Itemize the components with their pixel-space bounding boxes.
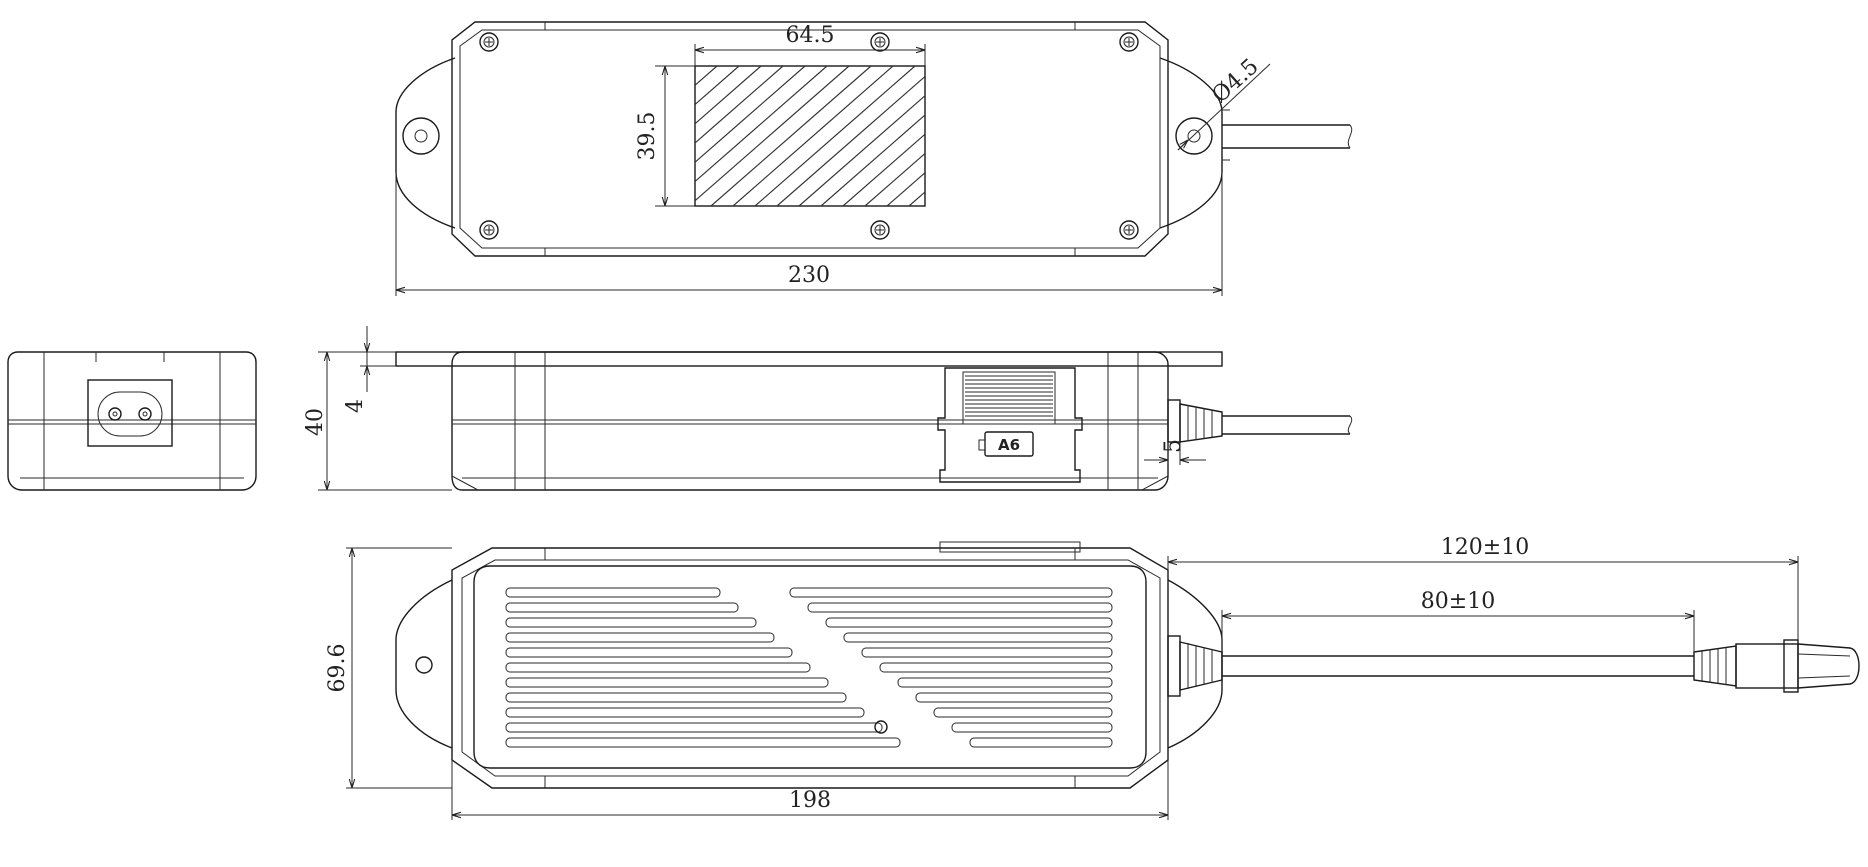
hatch-line: [864, 152, 925, 206]
vent-slot: [825, 617, 1113, 628]
vent-slot: [505, 587, 721, 598]
hatch-line: [908, 191, 925, 206]
dim-cable-inner: 80±10: [1421, 589, 1495, 614]
hatch-line: [695, 66, 696, 67]
hatch-line: [710, 66, 872, 206]
right-mounting-ear: [1159, 57, 1223, 229]
end-body-outline: [7, 351, 257, 491]
side-view: A6 40 4 5: [303, 326, 1353, 491]
dim-connector-offset: 5: [1161, 439, 1186, 453]
hatch-line: [798, 94, 925, 206]
vent-slot: [789, 587, 1113, 598]
label-hatching: [695, 66, 1113, 206]
screw-icon: [479, 32, 499, 52]
side-cable: [1167, 399, 1353, 443]
screw-icon: [1119, 32, 1139, 52]
vent-slot: [505, 677, 829, 688]
hatch-line: [931, 66, 1091, 206]
vent-slot: [505, 662, 811, 673]
dim-label-height: 39.5: [635, 112, 660, 161]
dim-cable-total: 120±10: [1441, 535, 1529, 560]
vent-slots: [505, 587, 1113, 748]
dc-connector-block: A6: [937, 367, 1083, 483]
hatch-line: [754, 66, 916, 206]
screw-icon: [870, 220, 890, 240]
vent-slot: [861, 647, 1113, 658]
vent-slot: [505, 707, 865, 718]
bottom-view: 69.6 198 120±10 80±10: [325, 535, 1860, 820]
dc-plug: [1735, 643, 1799, 689]
top-body-outline: [451, 21, 1169, 257]
left-mounting-ear: [395, 57, 456, 229]
vent-slot: [879, 662, 1113, 673]
hatch-line: [842, 133, 925, 206]
vent-slot: [951, 722, 1113, 733]
top-cable: [1222, 124, 1350, 149]
hatch-line: [695, 66, 762, 125]
vent-slot: [897, 677, 1113, 688]
end-view: [7, 351, 257, 491]
vent-slot: [969, 737, 1113, 748]
bottom-body-outline: [451, 547, 1169, 789]
vent-slot: [505, 692, 847, 703]
vent-slot: [807, 602, 1113, 613]
vent-slot: [505, 722, 883, 733]
screw-icon: [870, 32, 890, 52]
dim-flange-thickness: 4: [343, 399, 368, 413]
vent-panel: [473, 565, 1147, 769]
vent-slot: [505, 632, 775, 643]
vent-slot: [505, 647, 793, 658]
side-flange: [395, 351, 1223, 367]
hatch-line: [820, 114, 925, 206]
label-area: [694, 65, 926, 207]
hatch-line: [695, 66, 828, 183]
vent-slot: [505, 602, 739, 613]
vent-slot: [933, 707, 1113, 718]
vent-slot: [505, 737, 901, 748]
bottom-right-ear: [1167, 579, 1223, 749]
dim-body-width: 69.6: [325, 644, 350, 693]
ac-inlet: [87, 379, 173, 447]
vent-slot: [505, 617, 757, 628]
hatch-line: [695, 66, 784, 144]
side-body-outline: [451, 351, 1169, 491]
hatch-line: [776, 75, 925, 206]
top-view: 64.5 39.5 Ø4.5 230: [395, 21, 1353, 296]
vent-slot: [915, 692, 1113, 703]
hatch-line: [695, 66, 850, 202]
dim-overall-length: 230: [788, 263, 830, 288]
bottom-cable: [1167, 635, 1860, 697]
connector-code-text: A6: [998, 436, 1020, 454]
vent-slot: [843, 632, 1113, 643]
hatch-line: [953, 66, 1113, 206]
dim-label-width: 64.5: [786, 23, 835, 48]
hatch-line: [886, 171, 925, 206]
right-mount-hole: [1175, 117, 1213, 155]
dim-hole-diameter: Ø4.5: [1208, 54, 1264, 108]
hatch-line: [695, 66, 740, 106]
dim-body-length: 198: [789, 788, 831, 813]
screw-icon: [479, 220, 499, 240]
status-led: [874, 720, 888, 734]
left-mount-hole: [402, 117, 440, 155]
bottom-left-ear: [395, 579, 453, 749]
screw-icon: [1119, 220, 1139, 240]
hatch-line: [695, 66, 806, 164]
dim-side-height: 40: [303, 408, 328, 436]
hatch-line: [732, 66, 894, 206]
